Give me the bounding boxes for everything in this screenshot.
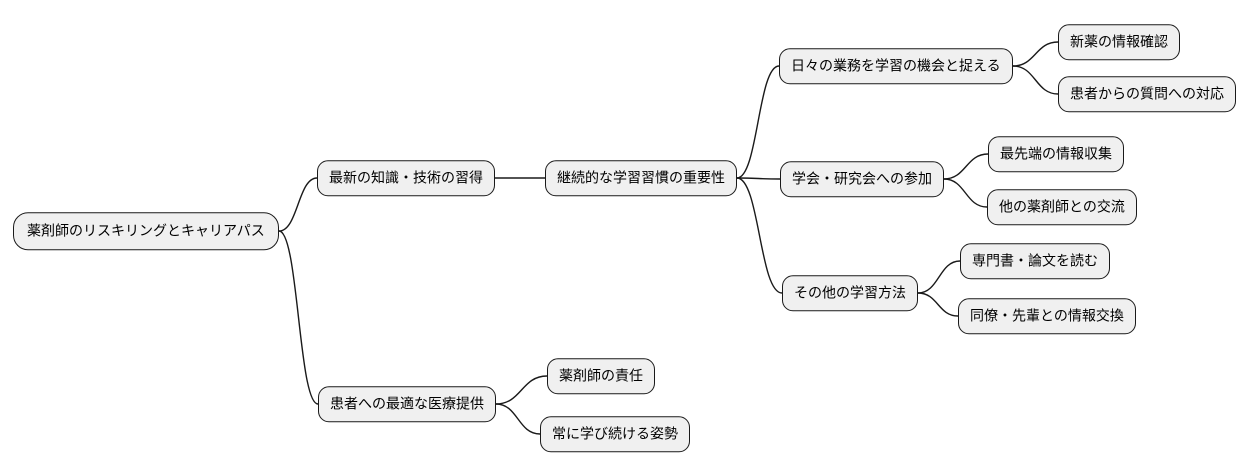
edge-line: [495, 375, 548, 405]
node-info-exchange-colleagues: 同僚・先輩との情報交換: [958, 298, 1136, 334]
edge-line: [278, 177, 318, 232]
node-latest-knowledge-skills: 最新の知識・技術の習得: [317, 160, 495, 196]
edge-line: [736, 177, 783, 294]
node-always-keep-learning: 常に学び続ける姿勢: [540, 416, 690, 452]
edge-line: [943, 153, 989, 180]
node-optimal-medical-care: 患者への最適な医療提供: [318, 386, 496, 422]
node-other-learning-methods: その他の学習方法: [782, 275, 918, 311]
edge-line: [1012, 41, 1059, 67]
edge-line: [495, 403, 541, 435]
node-pharmacist-responsibility: 薬剤師の責任: [547, 358, 655, 394]
node-conference-participation: 学会・研究会への参加: [780, 161, 944, 197]
node-continuous-learning-importance: 継続的な学習習慣の重要性: [545, 160, 737, 196]
edge-line: [917, 260, 961, 294]
edge-line: [736, 65, 780, 179]
node-read-books-papers: 専門書・論文を読む: [960, 243, 1110, 279]
node-reskilling-root: 薬剤師のリスキリングとキャリアパス: [13, 212, 279, 250]
edge-line: [1012, 65, 1059, 95]
edge-line: [943, 178, 988, 208]
edge-line: [736, 177, 781, 180]
node-patient-question-response: 患者からの質問への対応: [1058, 76, 1236, 112]
node-daily-work-as-learning: 日々の業務を学習の機会と捉える: [779, 48, 1013, 84]
edge-line: [917, 292, 959, 317]
node-cutting-edge-info-gathering: 最先端の情報収集: [988, 136, 1124, 172]
node-exchange-with-pharmacists: 他の薬剤師との交流: [987, 189, 1137, 225]
node-new-drug-info-check: 新薬の情報確認: [1058, 24, 1180, 60]
edge-line: [278, 230, 319, 405]
